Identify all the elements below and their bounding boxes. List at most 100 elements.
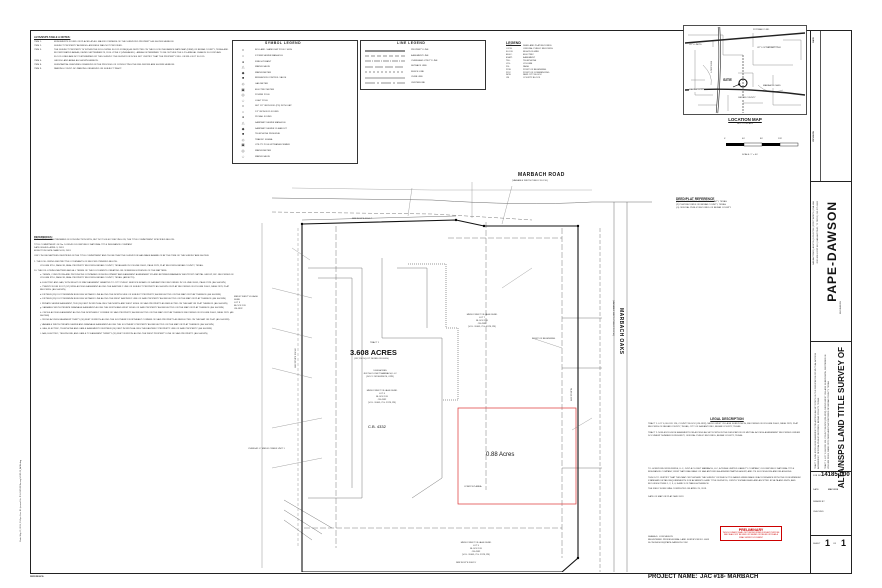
adjoiner-s-3: BLOCK 126 <box>470 547 482 550</box>
date-label: DATE <box>813 489 819 491</box>
adjoiner-west: MEDIO WEST VILLAGE SUBD LOT 9 BLOCK 126 … <box>234 296 262 311</box>
line-style-swatch <box>365 72 405 73</box>
abbrev-legend-title: LEGEND <box>506 41 521 45</box>
line-legend-text: CURB LINE <box>411 76 423 79</box>
deed-ref-item: (D) DEED RECORDS OF BEXAR COUNTY, TEXAS <box>676 201 727 204</box>
legend-symbol-icon: ☆ <box>241 154 245 159</box>
legend-symbol-icon: ◎ <box>241 93 245 98</box>
symbol-legend-text: WATER METER <box>255 150 271 153</box>
symbol-legend-text: POWER POLE <box>255 94 270 97</box>
legend-symbol-icon: ○ <box>241 53 245 58</box>
symbol-legend-item: ●FIRE HYDRANT <box>237 59 355 65</box>
symbol-legend-item: ○1/2" IRON ROD FOUND <box>237 110 355 116</box>
deed-plat-reference: DEED/PLAT REFERENCE (D) DEED RECORDS OF … <box>676 197 804 210</box>
symbol-legend-title: SYMBOL LEGEND <box>265 41 302 45</box>
note-id: ITEM 8: <box>34 63 42 66</box>
owner-line-1: 3.608 ACRES <box>373 370 387 372</box>
note-item: ITEM 8: SUBSTANTIAL FEATURES OBSERVED IN … <box>34 64 234 67</box>
note-text: GROSS LAND AREA: AS SHOWN HEREON. <box>54 59 99 62</box>
line-style-swatch <box>365 50 405 52</box>
legend-symbol-icon: ◆ <box>241 126 245 131</box>
adjoiner-w-1: MEDIO WEST VILLAGE SUBD <box>234 296 258 301</box>
location-map-subtitle: NOT-TO-SCALE <box>736 123 754 125</box>
adjoiner-south: MEDIO WEST VILLAGE SUBD LOT 5 BLOCK 126 … <box>446 542 506 557</box>
line-legend-text: EASEMENT LINE <box>411 54 429 57</box>
note-text: SUBSTANTIAL FEATURES OBSERVED IN THE PRO… <box>54 63 175 66</box>
scale-bar: 0' 40' 80' 120' SCALE: 1" = 40' <box>716 138 806 166</box>
marbach-oaks-sub: (VARIABLE WIDTH PUBLIC R.O.W.) <box>611 300 614 336</box>
adjoiner-n-1: MEDIO WEST VILLAGE SUBD <box>466 314 498 316</box>
line-legend-item: SETBACK LINE <box>365 64 483 69</box>
line-legend-item: OVERHEAD UTILITY LINE <box>365 59 483 64</box>
survey-title: ALTA/NSPS LAND TITLE SURVEY OF <box>837 347 846 489</box>
line-legend-item: EASEMENT LINE <box>365 53 483 58</box>
abbrev-meaning: OFFICIAL PUBLIC RECORDS <box>523 48 553 51</box>
symbol-legend-item: ■IRRIGATION CONTROL VALVE <box>237 76 355 82</box>
legend-symbol-icon: ◆ <box>241 70 245 75</box>
abbrev-meaning: DEED AND PLAT RECORDS <box>523 45 552 48</box>
symbol-legend-text: IRRIGATION CONTROL VALVE <box>255 77 287 80</box>
marbach-road-label: MARBACH ROAD <box>518 172 565 178</box>
abbrev-meaning: ELECTRIC <box>523 54 534 57</box>
symbol-legend-text: 1/2" IRON ROD FOUND <box>255 110 279 113</box>
marbach-road-sub: (VARIABLE WIDTH PUBLIC R.O.W.) <box>512 180 548 182</box>
tract-label: TRACT 1 <box>370 342 380 344</box>
abbrev-code: R.O.W. <box>506 51 514 54</box>
project-name: JAC #18- MARBACH <box>700 574 759 580</box>
cert-date-line: DATE OF MAP OR PLAT: MAY 2019 <box>648 496 684 499</box>
legal-tract-1: TRACT 1: LOT 6, BLOCK 126, COUNTY BLOCK … <box>648 423 799 429</box>
schedule-b-item: a. TERMS, CONDITIONS AND PROVISIONS CONT… <box>40 274 234 280</box>
abbrev-item: PG.PAGE <box>506 66 576 69</box>
schedule-b-item: 1. THE FOLLOWING RESTRICTIVE COVENANTS O… <box>34 260 118 263</box>
abbrev-meaning: RIGHT-OF-WAY <box>523 51 539 54</box>
revision-strip: DATE REVISION <box>811 31 851 182</box>
owner-line-2: JUST A CLOSET MARBACH, LLC <box>363 372 397 375</box>
lot-line-3: BLOCK 126 <box>376 395 388 398</box>
abbrev-code: ELEC. <box>506 54 513 57</box>
table-a-notes: ALTA/NSPS TABLE A NOTES: ITEM 1:MONUMENT… <box>34 36 234 72</box>
legend-symbol-icon: △ <box>241 121 245 126</box>
adjoiner-s-5: (VOL. 20001, PG. 2378, PR) <box>462 553 490 556</box>
symbol-legend-item: ▣UTILITY POLE W/TRANSFORMER <box>237 143 355 149</box>
scale-text: SCALE: 1" = 40' <box>742 154 758 156</box>
abbrev-meaning: NEW CITY BLOCK <box>523 74 542 77</box>
symbol-legend-item: ◇TRAFFIC SIGNAL <box>237 138 355 144</box>
location-map: POTRANCO RD CITY LIMITS CITY OF SAN ANTO… <box>683 25 807 140</box>
lot-line-5: (VOL. 20001, PG. 2378, PR) <box>368 401 396 404</box>
adjoiner-n-3: BLOCK 126 <box>476 319 488 322</box>
symbol-legend-item: ☆LIGHT POLE <box>237 98 355 104</box>
owner-line-3: (DOC# 20190099676, OPR) <box>366 375 394 378</box>
cert-text-2: THIS IS TO CERTIFY THAT THIS MAP OR PLAT… <box>648 476 801 485</box>
deed-ref-item: (P) PLAT RECORDS OF BEXAR COUNTY, TEXAS <box>676 204 726 207</box>
scale-tick-2: 80' <box>760 138 763 140</box>
map-label-bexar: BEXAR COUNTY <box>737 97 757 100</box>
notes-title: ALTA/NSPS TABLE A NOTES: <box>34 36 71 39</box>
adjoiner-w-4: CB 4332 <box>234 307 243 310</box>
line-legend-text: OVERHEAD UTILITY LINE <box>411 60 438 63</box>
schedule-b-item: c. TWENTY-FOUR FOOT (24') WIDE ACCESS EA… <box>40 286 230 292</box>
schedule-b-list: 1. THE FOLLOWING RESTRICTIVE COVENANTS O… <box>34 261 234 336</box>
symbol-legend-item: ◎ WATER METER <box>237 149 355 155</box>
legal-description: LEGAL DESCRIPTION TRACT 1: LOT 6, BLOCK … <box>648 417 806 438</box>
symbol-legend-item: △SANITARY SEWER MANHOLE <box>237 121 355 127</box>
note-item: ITEM 9:PARKING COUNT: NO PARKING OBSERVE… <box>34 68 234 71</box>
abbrev-item: R.O.W. RIGHT-OF-WAY <box>506 51 576 54</box>
note-id: ITEM 3: <box>34 49 42 52</box>
symbol-legend-item: □BOLLARD / HANDICAP POLE / SIGN <box>237 48 355 54</box>
references-intro: THIS SURVEY WAS PREPARED IN CONJUNCTION … <box>34 239 175 242</box>
reference-label: REFERENCE: <box>30 576 45 578</box>
abbrev-meaning: POINT OF BEGINNING <box>523 68 547 71</box>
abbrev-code: PG. <box>506 65 510 68</box>
stamp-title: PRELIMINARY <box>738 528 764 532</box>
line-legend-text: PROPERTY LINE <box>411 49 429 52</box>
legend-symbol-icon: ◎ <box>241 149 245 154</box>
company-sub: ENGINEERS <box>840 301 842 314</box>
line-style-swatch <box>365 61 405 62</box>
symbol-legend-text: GAS METER <box>255 82 268 85</box>
note-item: ITEM 4:GROSS LAND AREA: AS SHOWN HEREON. <box>34 60 234 63</box>
job-no-label: JOB NO. <box>813 475 822 477</box>
adjoiner-s-4: CB 4332 <box>471 550 481 553</box>
note-item: FLOOD LINES ARE NOT DETERMINED BY THIS S… <box>34 56 234 59</box>
